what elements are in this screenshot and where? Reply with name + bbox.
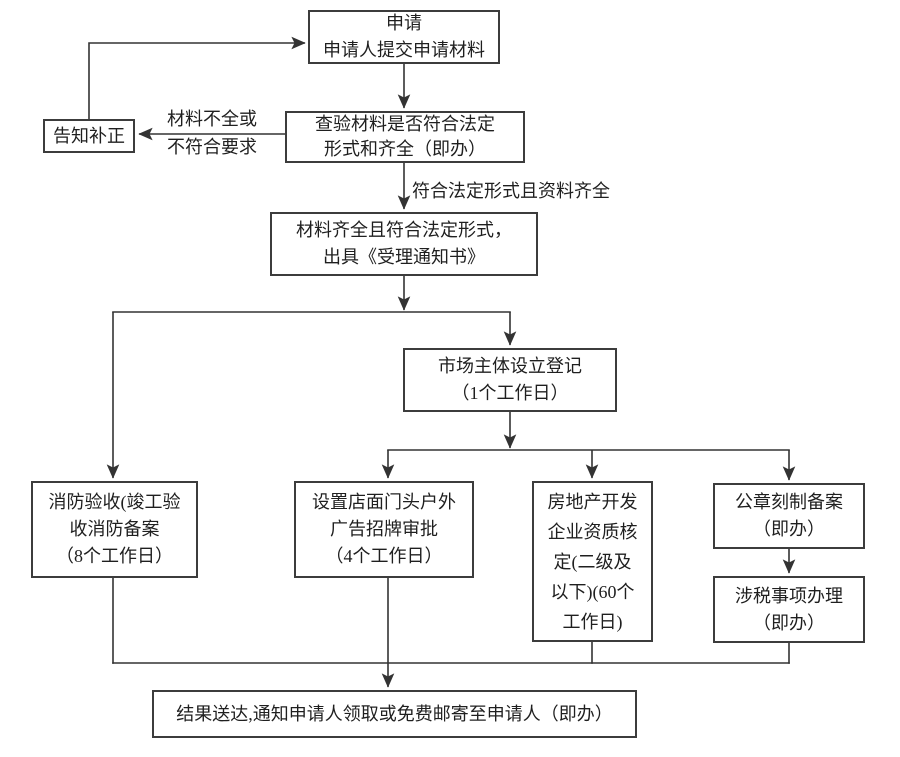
node-signboard-line3: （4个工作日） — [325, 546, 443, 566]
node-notify-line1: 告知补正 — [53, 125, 125, 146]
node-seal-line1: 公章刻制备案 — [735, 492, 843, 512]
node-result: 结果送达,通知申请人领取或免费邮寄至申请人（即办） — [152, 690, 637, 738]
node-check: 查验材料是否符合法定 形式和齐全（即办） — [285, 111, 525, 163]
node-fire-inspection: 消防验收(竣工验 收消防备案 （8个工作日） — [31, 481, 198, 578]
node-accept-line1: 材料齐全且符合法定形式， — [296, 220, 512, 240]
node-realestate-line4: 以下)(60个 — [550, 581, 635, 602]
node-result-line1: 结果送达,通知申请人领取或免费邮寄至申请人（即办） — [176, 703, 613, 724]
node-realestate-line2: 企业资质核 — [547, 521, 638, 542]
node-accept-line2: 出具《受理通知书》 — [323, 247, 485, 267]
node-signboard-line2: 广告招牌审批 — [330, 519, 438, 539]
node-signboard: 设置店面门头户外 广告招牌审批 （4个工作日） — [294, 481, 474, 578]
node-register-line1: 市场主体设立登记 — [438, 356, 582, 376]
node-signboard-line1: 设置店面门头户外 — [312, 492, 456, 512]
node-tax-line2: （即办） — [753, 612, 825, 633]
node-realestate-line3: 定(二级及 — [553, 551, 632, 572]
node-register-line2: （1个工作日） — [451, 383, 569, 403]
label-complete-line1: 符合法定形式且资料齐全 — [412, 181, 610, 201]
edge-notify-to-apply — [88, 36, 306, 119]
node-notify: 告知补正 — [43, 119, 135, 153]
node-realestate-line5: 工作日) — [562, 611, 623, 632]
node-accept: 材料齐全且符合法定形式， 出具《受理通知书》 — [270, 212, 538, 276]
node-seal: 公章刻制备案 （即办） — [713, 483, 865, 549]
node-check-line2: 形式和齐全（即办） — [324, 139, 486, 159]
node-fire-line1: 消防验收(竣工验 — [48, 492, 181, 512]
node-fire-line3: （8个工作日） — [56, 546, 173, 566]
node-realestate-line1: 房地产开发 — [547, 491, 638, 512]
label-incomplete-materials: 材料不全或 不符合要求 — [147, 105, 277, 161]
node-tax-line1: 涉税事项办理 — [735, 585, 843, 606]
node-seal-line2: （即办） — [753, 519, 825, 539]
label-materials-complete: 符合法定形式且资料齐全 — [412, 177, 610, 205]
label-incomplete-line1: 材料不全或 — [167, 109, 257, 129]
node-check-line1: 查验材料是否符合法定 — [315, 114, 495, 134]
node-register: 市场主体设立登记 （1个工作日） — [403, 348, 617, 412]
node-apply-line1: 申请 — [386, 13, 422, 33]
node-fire-line2: 收消防备案 — [69, 519, 160, 539]
node-apply-line2: 申请人提交申请材料 — [323, 40, 485, 60]
node-realestate: 房地产开发 企业资质核 定(二级及 以下)(60个 工作日) — [532, 481, 653, 642]
node-apply: 申请 申请人提交申请材料 — [308, 10, 500, 64]
node-tax: 涉税事项办理 （即办） — [713, 576, 865, 643]
label-incomplete-line2: 不符合要求 — [167, 137, 257, 157]
